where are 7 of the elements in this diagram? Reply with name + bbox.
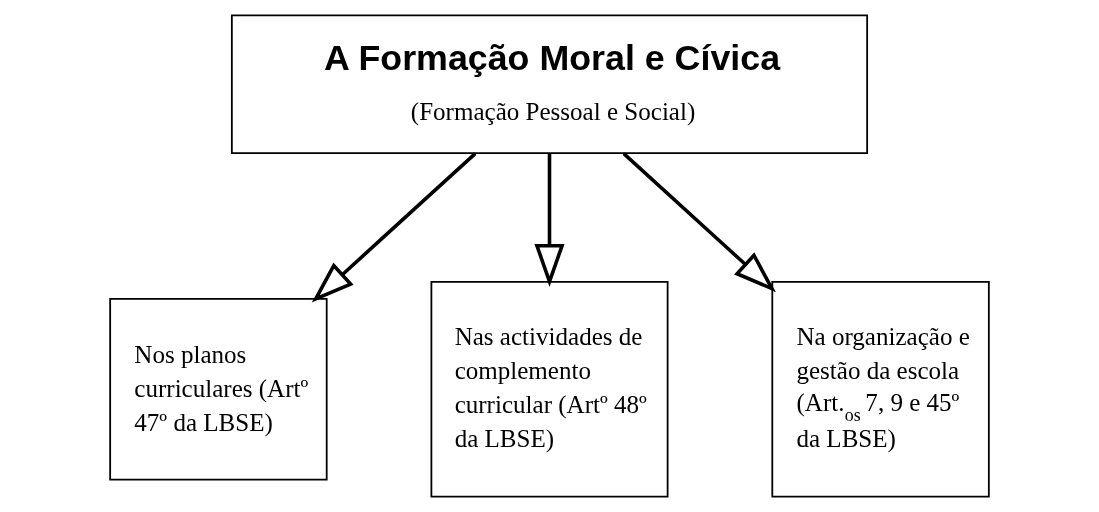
- arrow: [311, 152, 477, 303]
- arrow: [534, 153, 565, 288]
- node-box: Nas actividades de complemento curricular (Artº 48º da LBSE): [430, 281, 669, 498]
- node-box: Na organização e gestão da escola (Art.$_{os}$ 7, 9 e 45º da LBSE): [771, 281, 990, 498]
- arrow: [622, 152, 776, 293]
- node-box: Nos planos curriculares (Artº 47º da LBSE): [109, 298, 328, 481]
- node-box: A Formação Moral e Cívica (Formação Pessoal e Social): [230, 14, 869, 154]
